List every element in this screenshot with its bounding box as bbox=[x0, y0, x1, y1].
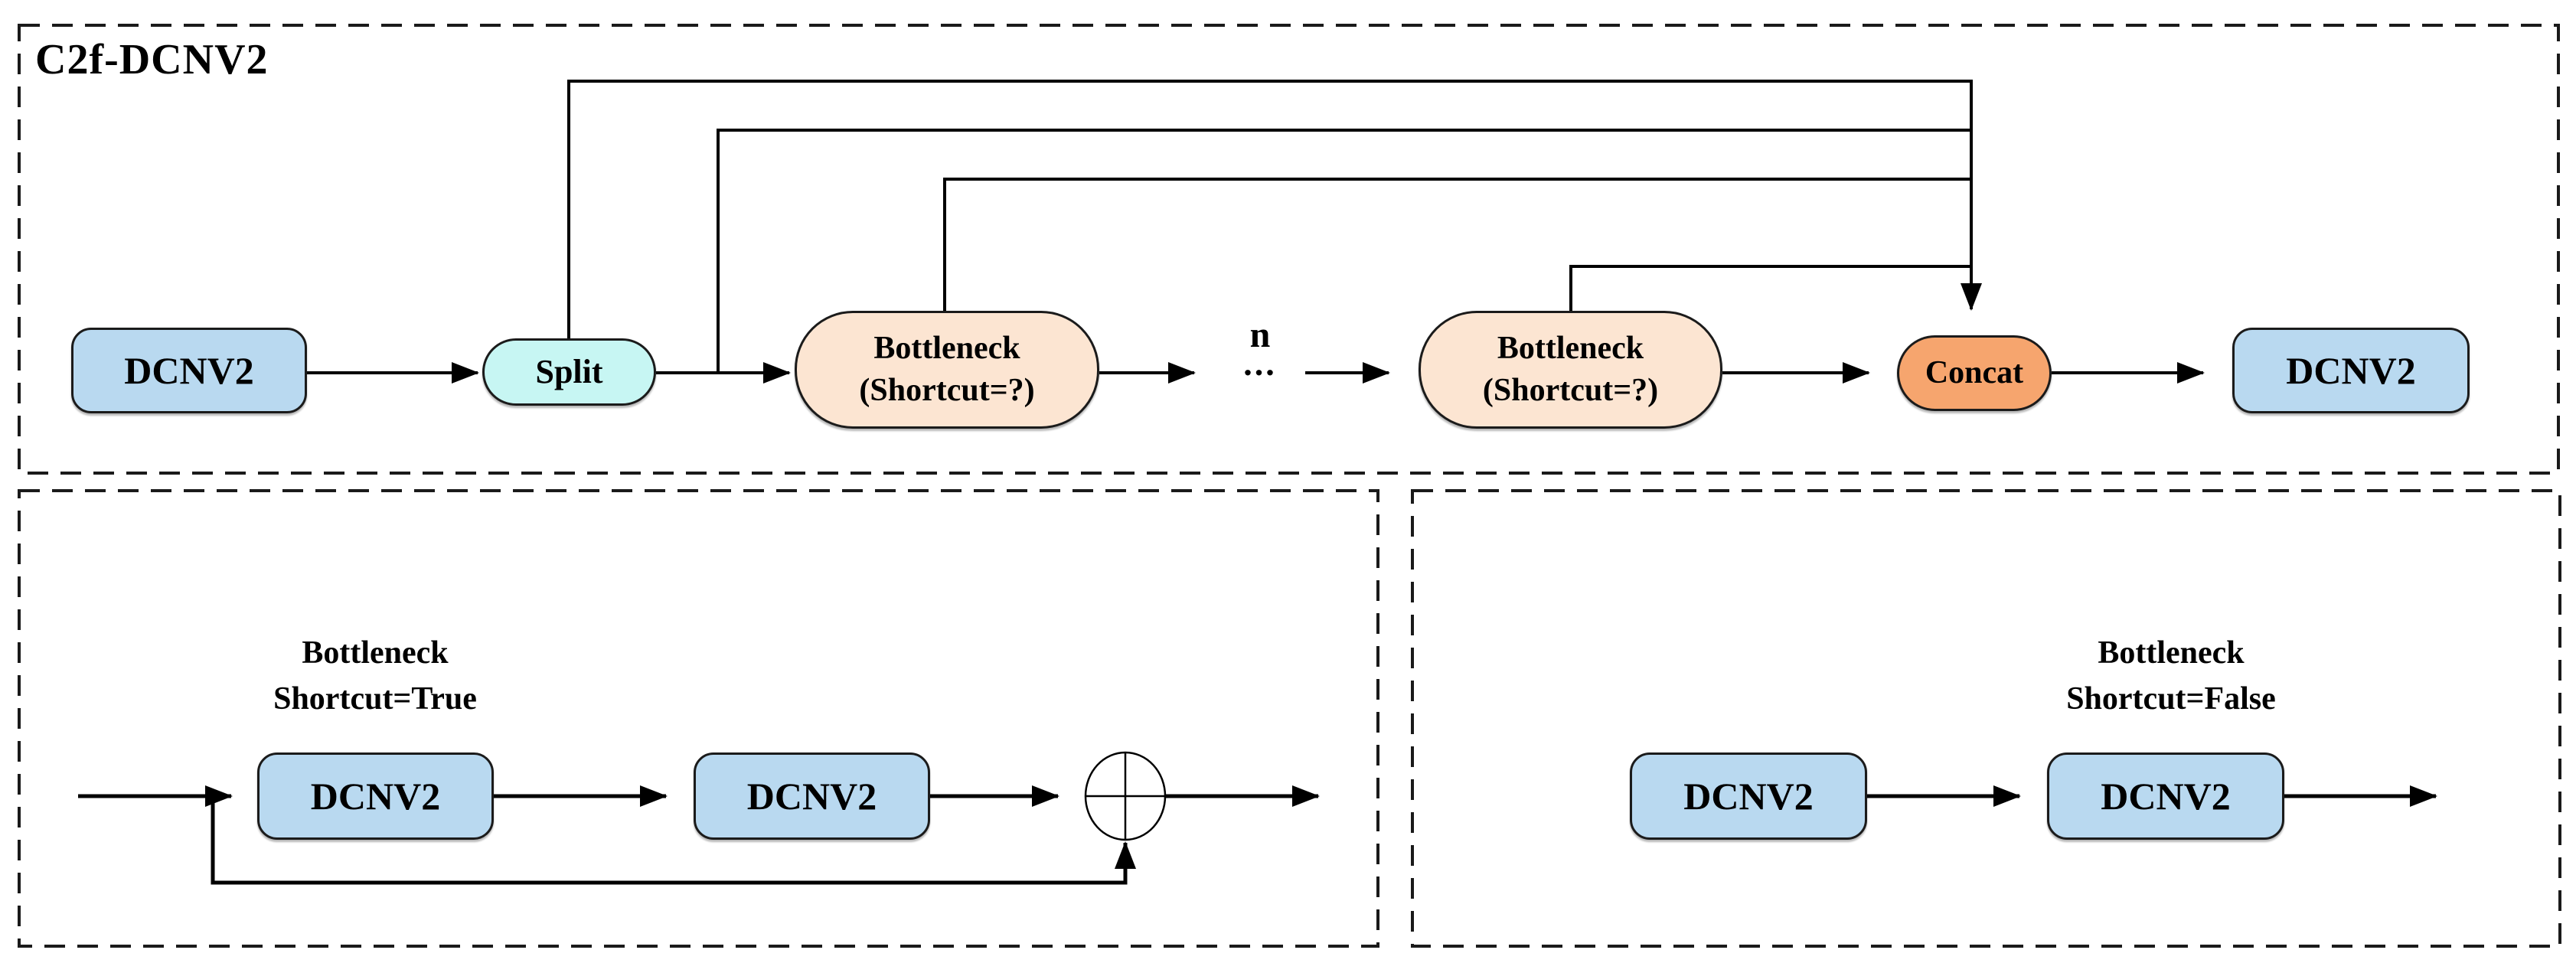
node-label: DCNV2 bbox=[310, 774, 441, 818]
node-label: Concat bbox=[1925, 355, 2024, 391]
skip-line-bottleneck1-top bbox=[943, 178, 1973, 311]
node-bottleneck-2: Bottleneck (Shortcut=?) bbox=[1419, 311, 1722, 429]
node-label: Split bbox=[535, 353, 603, 391]
node-dcnv2-false-2: DCNV2 bbox=[2047, 752, 2284, 840]
node-label: DCNV2 bbox=[2286, 348, 2416, 392]
node-label-line2: (Shortcut=?) bbox=[1482, 373, 1659, 408]
node-dcnv2-true-2: DCNV2 bbox=[694, 752, 930, 840]
shortcut-bypass-line bbox=[211, 796, 1128, 885]
skip-line-split-branch bbox=[717, 129, 1973, 373]
title-line1: Bottleneck bbox=[2098, 635, 2245, 671]
bottleneck-true-panel-border bbox=[18, 489, 1379, 948]
node-label-line1: Bottleneck bbox=[1497, 331, 1644, 367]
node-dcnv2-false-1: DCNV2 bbox=[1630, 752, 1867, 840]
title-line2: Shortcut=False bbox=[2066, 681, 2276, 717]
node-label: DCNV2 bbox=[746, 774, 877, 818]
title-line2: Shortcut=True bbox=[273, 681, 477, 717]
node-concat: Concat bbox=[1897, 335, 2052, 411]
bottleneck-false-title: Bottleneck Shortcut=False bbox=[1972, 631, 2370, 722]
add-icon bbox=[1084, 751, 1167, 841]
skip-line-bottleneck2-top bbox=[1569, 265, 1973, 311]
repeat-n-times-marker: n ... bbox=[1220, 315, 1300, 383]
node-split: Split bbox=[482, 338, 656, 406]
node-bottleneck-1: Bottleneck (Shortcut=?) bbox=[795, 311, 1099, 429]
node-dcnv2-input: DCNV2 bbox=[71, 328, 307, 413]
node-dcnv2-true-1: DCNV2 bbox=[257, 752, 494, 840]
node-label-line2: (Shortcut=?) bbox=[859, 373, 1035, 408]
node-label: DCNV2 bbox=[1683, 774, 1814, 818]
c2f-panel-border bbox=[18, 24, 2560, 475]
title-line1: Bottleneck bbox=[302, 635, 449, 671]
bottleneck-false-panel-border bbox=[1411, 489, 2561, 948]
node-dcnv2-output: DCNV2 bbox=[2232, 328, 2470, 413]
node-label: DCNV2 bbox=[124, 348, 254, 392]
ellipsis-label: ... bbox=[1243, 344, 1277, 383]
figure-title: C2f-DCNV2 bbox=[35, 36, 269, 83]
node-label: DCNV2 bbox=[2101, 774, 2231, 818]
node-label-line1: Bottleneck bbox=[873, 331, 1020, 367]
skip-line-split-top bbox=[567, 80, 1973, 338]
repeat-count-label: n bbox=[1249, 315, 1271, 355]
bottleneck-true-title: Bottleneck Shortcut=True bbox=[176, 631, 574, 722]
